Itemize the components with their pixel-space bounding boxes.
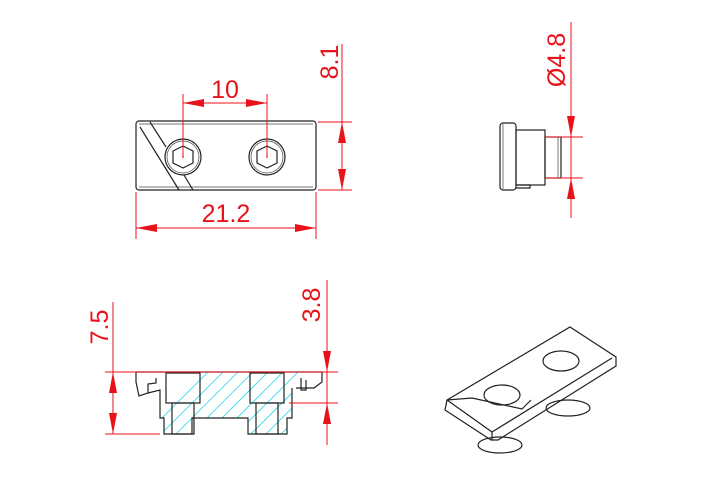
isometric-view [444, 326, 617, 454]
dimension-text: 10 [211, 76, 239, 104]
diagonal-edge [149, 121, 167, 148]
diagonal-edge [139, 126, 180, 191]
dimension-boss-height: 3.8 [289, 280, 338, 445]
dimension-hole-spacing: 10 [182, 76, 268, 157]
section-hatch [152, 372, 305, 434]
dimension-length: 21.2 [135, 192, 317, 239]
top-view: 10 8.1 21.2 [135, 44, 352, 239]
diagonal-edge [183, 174, 194, 191]
top-view-outline [135, 120, 317, 191]
dimension-height-top: 8.1 [316, 44, 352, 191]
dimension-text: 3.8 [298, 288, 326, 323]
dimension-total-height: 7.5 [86, 302, 338, 435]
dimension-text: 7.5 [86, 310, 114, 345]
dimension-text: Ø4.8 [543, 33, 571, 87]
side-view: Ø4.8 [499, 22, 583, 218]
dimension-text: 21.2 [202, 200, 251, 228]
dimension-boss-diameter: Ø4.8 [543, 22, 583, 218]
dimension-text: 8.1 [316, 45, 344, 80]
section-view: 7.5 3.8 [86, 280, 338, 445]
